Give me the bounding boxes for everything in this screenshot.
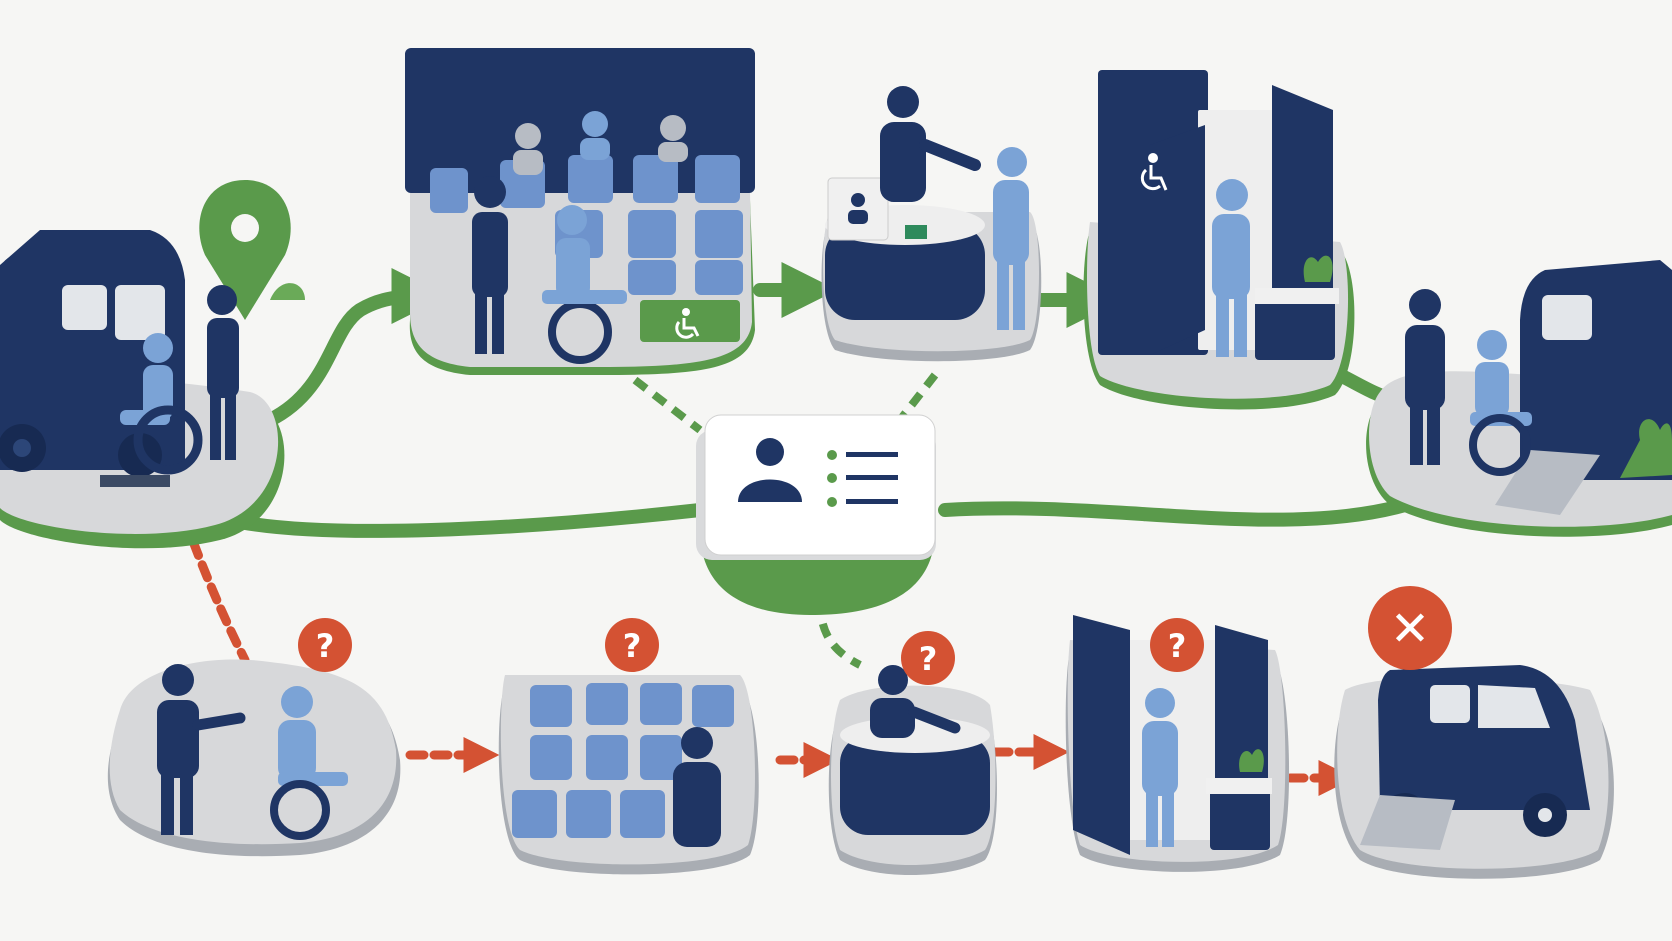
stage-inaccessible-reception: ? [828,631,997,875]
accessible-reception-icon [825,177,985,320]
seat-rows [430,155,743,295]
stage-inaccessible-seating: ? [498,618,759,875]
x-mark-text: ✕ [1390,601,1430,657]
helper-figure [472,176,508,354]
visitor-figure [993,147,1029,330]
accessible-van-return-icon [1495,260,1672,515]
stage-unclear-assistance: ? [107,618,401,857]
inaccessible-seating-icon [512,683,734,838]
audience-figures [513,111,688,175]
stage-accessible-reception [821,86,1042,362]
question-mark-text: ? [316,627,335,665]
question-mark-text: ? [919,640,938,678]
helper-figure [207,285,239,460]
profile-card-icon [738,438,898,507]
question-mark-icon: ? [298,618,352,672]
visitor-figure [1142,688,1178,847]
question-mark-text: ? [623,627,642,665]
stage-failed-van: ✕ [1334,586,1614,879]
inaccessible-reception-icon [840,665,990,835]
helper-figure [1405,289,1445,465]
wheelchair-user-figure [100,333,203,487]
question-mark-icon: ? [901,631,955,685]
accessible-path-connectors [223,262,1412,538]
wheelchair-user-figure [1469,330,1532,476]
wheelchair-user-figure [270,686,348,840]
green-path-van-to-profile [223,503,707,538]
person-figure [157,664,246,835]
green-path-profile-to-van-return [938,498,1412,527]
profile-card [696,414,936,615]
stage-van-arrival [0,180,305,549]
stage-inaccessible-restroom: ? [1065,615,1290,872]
wheelchair-accessibility-icon [640,300,740,342]
staff-figure [880,86,981,202]
stage-accessible-restroom [1083,70,1355,410]
green-path-van-to-seating [263,268,448,427]
question-mark-text: ? [1168,627,1187,665]
x-mark-icon: ✕ [1368,586,1452,670]
stage-wheelchair-seating [405,48,755,375]
question-mark-icon: ? [605,618,659,672]
wheelchair-user-figure [542,205,627,364]
person-figure [673,727,721,847]
location-pin-icon [199,180,305,320]
question-mark-icon: ? [1150,618,1204,672]
visitor-figure [1212,179,1250,357]
failed-van-icon [1360,665,1590,850]
stage-van-return [1366,260,1672,537]
